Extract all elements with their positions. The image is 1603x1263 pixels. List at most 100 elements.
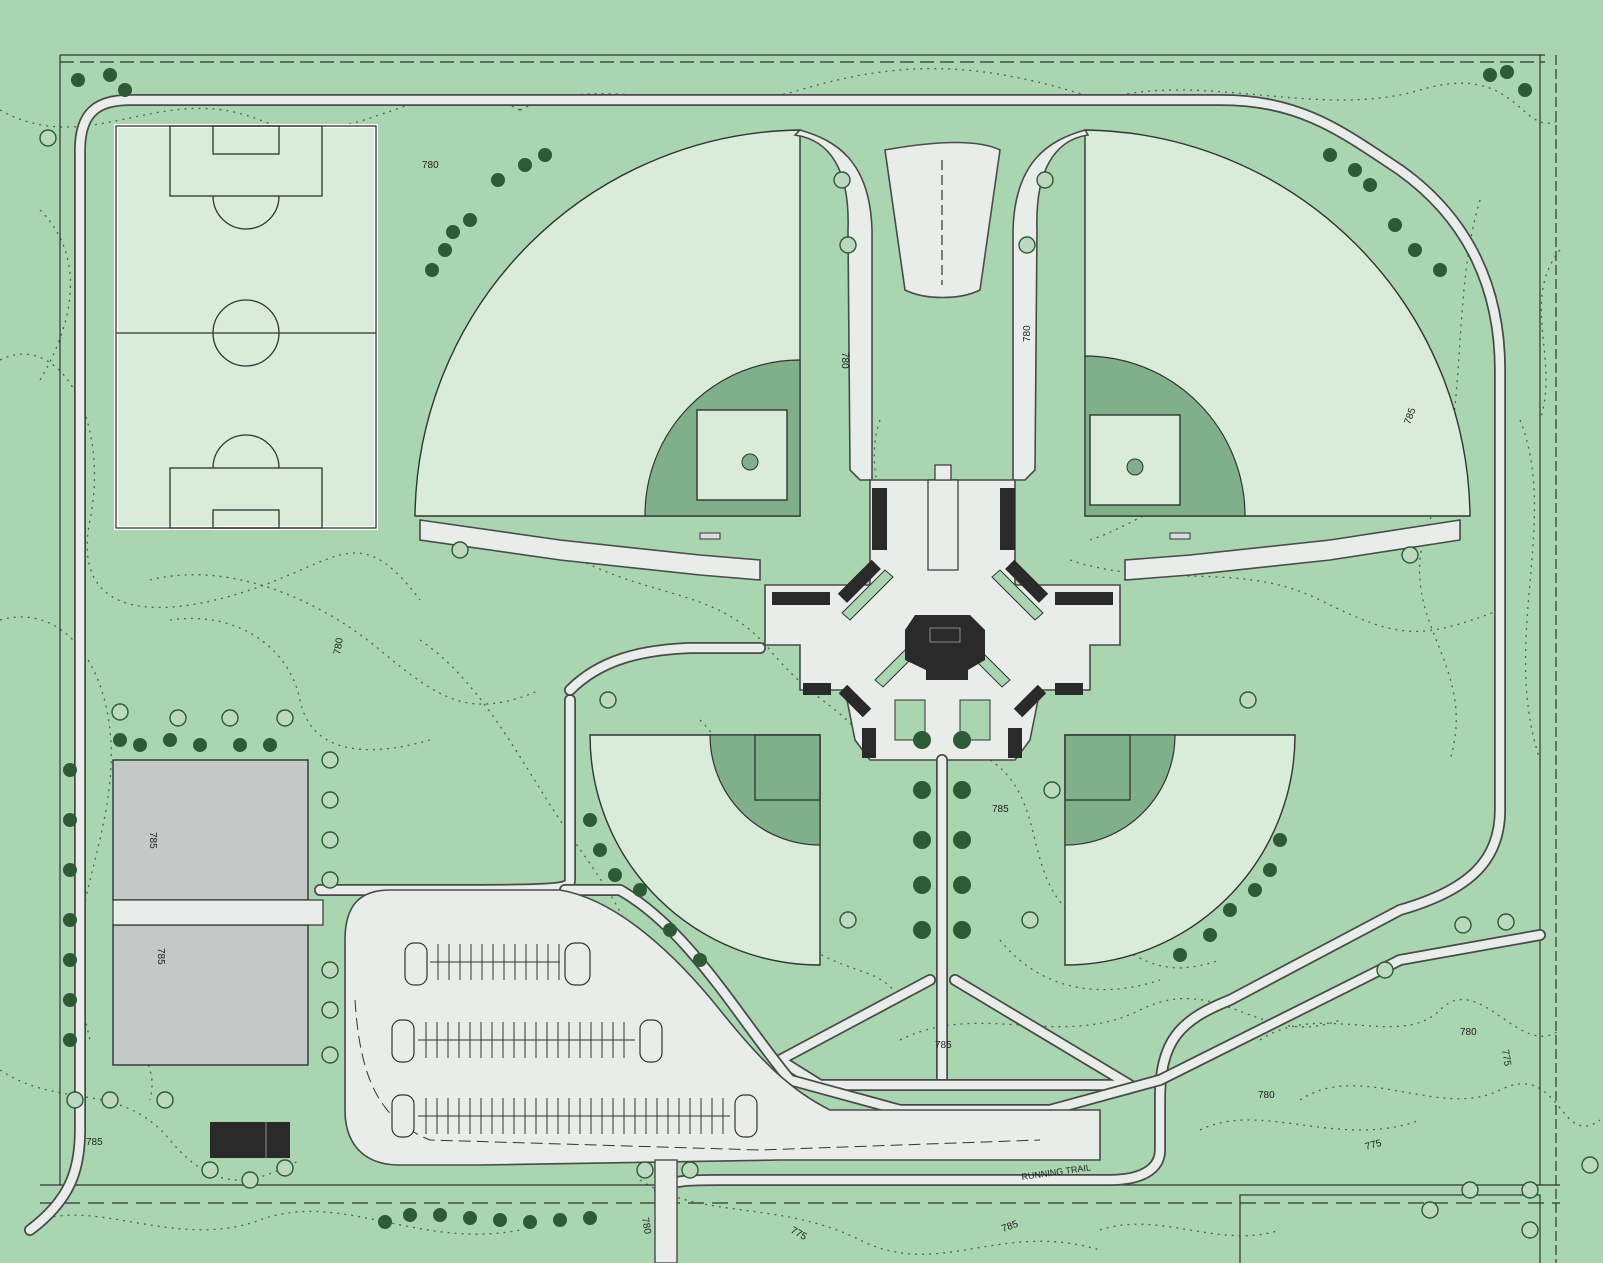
contour-label-785-court1: 785 bbox=[147, 832, 158, 849]
shrub bbox=[1376, 961, 1394, 979]
tree bbox=[1273, 833, 1287, 847]
tree bbox=[63, 863, 77, 877]
tree bbox=[63, 1033, 77, 1047]
contour-label-785-sw: 785 bbox=[86, 1137, 103, 1148]
property-lines bbox=[40, 54, 1560, 1263]
shrub bbox=[1454, 916, 1472, 934]
tree bbox=[553, 1213, 567, 1227]
parking-lot bbox=[344, 889, 1101, 1166]
tree bbox=[1388, 218, 1402, 232]
contour-label-785-court2: 785 bbox=[155, 948, 166, 965]
tree bbox=[1203, 928, 1217, 942]
shrub bbox=[636, 1161, 654, 1179]
tree bbox=[438, 243, 452, 257]
maintenance-building bbox=[210, 1122, 290, 1158]
shrub bbox=[101, 1091, 119, 1109]
shrub bbox=[599, 691, 617, 709]
baseball-field-2 bbox=[1084, 129, 1471, 540]
contour-label-780-field1: 780 bbox=[839, 352, 850, 369]
shrub bbox=[66, 1091, 84, 1109]
tree bbox=[523, 1215, 537, 1229]
tree bbox=[113, 733, 127, 747]
shrub bbox=[681, 1161, 699, 1179]
contour-label-780-south: 780 bbox=[639, 1217, 653, 1236]
shrub bbox=[451, 541, 469, 559]
tree bbox=[538, 148, 552, 162]
shrub bbox=[321, 1001, 339, 1019]
shrub bbox=[1401, 546, 1419, 564]
tree bbox=[518, 158, 532, 172]
parking-islands bbox=[391, 942, 758, 1138]
shrub bbox=[321, 791, 339, 809]
tree bbox=[491, 173, 505, 187]
shrub bbox=[839, 911, 857, 929]
shrub bbox=[321, 961, 339, 979]
shrub bbox=[201, 1161, 219, 1179]
shrub bbox=[1021, 911, 1039, 929]
shrub bbox=[1421, 1201, 1439, 1219]
shrub bbox=[321, 1046, 339, 1064]
shrub bbox=[1036, 171, 1054, 189]
tree bbox=[193, 738, 207, 752]
shrub bbox=[1521, 1221, 1539, 1239]
tree bbox=[663, 923, 677, 937]
shrub bbox=[221, 709, 239, 727]
tree bbox=[63, 763, 77, 777]
tree bbox=[583, 813, 597, 827]
soccer-field bbox=[114, 124, 378, 530]
contour-label-780-field2: 780 bbox=[1022, 325, 1033, 342]
baseball-field-1 bbox=[414, 129, 801, 540]
contour-label-785-lower: 785 bbox=[935, 1040, 952, 1051]
contour-label-785-center: 785 bbox=[992, 804, 1009, 815]
shrub bbox=[39, 129, 57, 147]
tree bbox=[233, 738, 247, 752]
shrub bbox=[833, 171, 851, 189]
shrub bbox=[1461, 1181, 1479, 1199]
contour-label-775-east: 775 bbox=[1499, 1049, 1513, 1068]
contour-label-780-se: 780 bbox=[1258, 1090, 1275, 1101]
tree bbox=[1323, 148, 1337, 162]
contour-label-780-parking: 780 bbox=[1460, 1027, 1477, 1038]
tree bbox=[425, 263, 439, 277]
shrub bbox=[1018, 236, 1036, 254]
concession-building bbox=[905, 615, 985, 680]
tree bbox=[493, 1213, 507, 1227]
tree bbox=[163, 733, 177, 747]
tree bbox=[71, 73, 85, 87]
shrub bbox=[276, 709, 294, 727]
allee-trees bbox=[913, 731, 971, 939]
tree bbox=[446, 225, 460, 239]
contour-label-780-west: 780 bbox=[332, 637, 346, 656]
concession-roof-detail bbox=[929, 627, 961, 643]
tree bbox=[593, 843, 607, 857]
shrub bbox=[839, 236, 857, 254]
tree bbox=[1433, 263, 1447, 277]
tree bbox=[1348, 163, 1362, 177]
tree bbox=[608, 868, 622, 882]
shrub bbox=[321, 751, 339, 769]
shrub bbox=[1581, 1156, 1599, 1174]
shrub bbox=[1497, 913, 1515, 931]
tree bbox=[378, 1215, 392, 1229]
tree bbox=[1500, 65, 1514, 79]
tree bbox=[1408, 243, 1422, 257]
tree bbox=[1518, 83, 1532, 97]
tree bbox=[583, 1211, 597, 1225]
tree bbox=[63, 913, 77, 927]
tree bbox=[263, 738, 277, 752]
shrub bbox=[111, 703, 129, 721]
baseball-field-4 bbox=[1064, 734, 1296, 966]
tree bbox=[63, 993, 77, 1007]
tree bbox=[693, 953, 707, 967]
tree bbox=[133, 738, 147, 752]
shrub bbox=[1521, 1181, 1539, 1199]
shrub bbox=[169, 709, 187, 727]
tree bbox=[633, 883, 647, 897]
tree bbox=[1363, 178, 1377, 192]
contour-label-780-nw: 780 bbox=[422, 160, 439, 171]
tree bbox=[103, 68, 117, 82]
tree bbox=[1263, 863, 1277, 877]
tree bbox=[1223, 903, 1237, 917]
shrub bbox=[321, 831, 339, 849]
